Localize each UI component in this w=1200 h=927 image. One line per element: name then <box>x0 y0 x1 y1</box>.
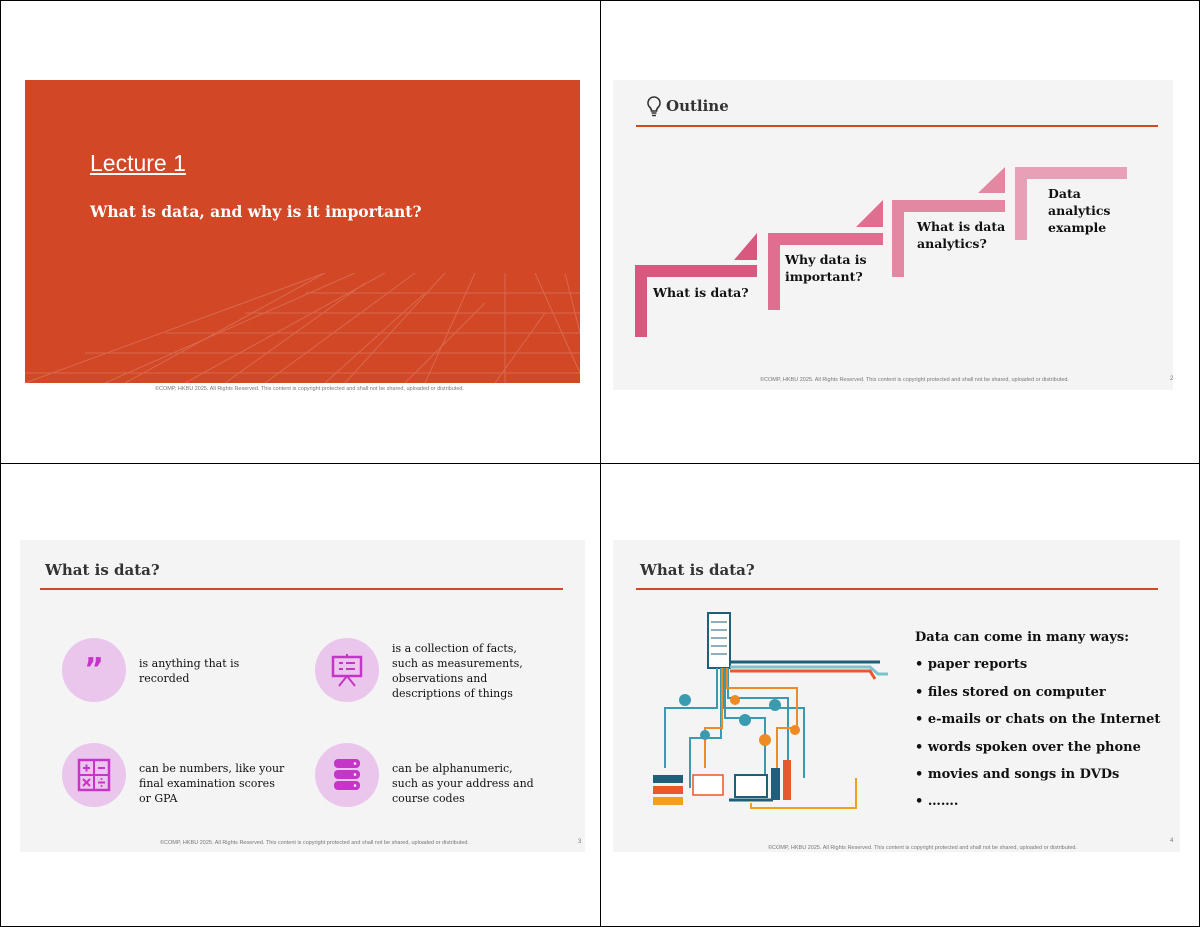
slide-3 <box>20 540 585 852</box>
slide-title: Outline <box>666 97 729 115</box>
divider <box>0 463 1200 464</box>
page-number: 2 <box>1170 376 1174 382</box>
item-text: can be alphanumeric, such as your addres… <box>392 762 534 805</box>
page-number: 4 <box>1170 838 1174 844</box>
slide-title: What is data? <box>45 561 160 579</box>
bullet-item: • e-mails or chats on the Internet <box>915 712 1161 727</box>
step-4: Data analytics example <box>1048 186 1111 235</box>
calculator-icon <box>62 743 126 807</box>
step-3: What is data analytics? <box>917 219 1006 251</box>
title-rule <box>40 588 563 590</box>
bullet-item: • ……. <box>915 794 959 809</box>
copyright-footer: ©COMP, HKBU 2025. All Rights Reserved. T… <box>768 845 1077 851</box>
quote-icon: ” <box>62 638 126 702</box>
bullet-item: • files stored on computer <box>915 685 1106 700</box>
slide-title: What is data? <box>640 561 755 579</box>
step-2: Why data is important? <box>785 252 867 284</box>
page-number: 3 <box>578 839 582 845</box>
presentation-board-icon <box>315 638 379 702</box>
perspective-grid <box>25 273 580 383</box>
data-flow-illustration <box>653 612 888 809</box>
lead-text: Data can come in many ways: <box>915 630 1130 645</box>
copyright-footer: ©COMP, HKBU 2025. All Rights Reserved. T… <box>155 386 464 392</box>
copyright-footer: ©COMP, HKBU 2025. All Rights Reserved. T… <box>760 377 1069 383</box>
title-rule <box>636 588 1158 590</box>
slide-1: Lecture 1 What is data, and why is it im… <box>25 80 580 383</box>
bullet-item: • words spoken over the phone <box>915 740 1141 755</box>
item-text: can be numbers, like your final examinat… <box>139 762 285 805</box>
lightbulb-icon <box>647 96 661 117</box>
lecture-subtitle: What is data, and why is it important? <box>90 202 422 221</box>
lecture-title: Lecture 1 <box>90 150 186 176</box>
database-icon <box>315 743 379 807</box>
step-1: What is data? <box>653 285 749 300</box>
outline-steps <box>635 167 1127 337</box>
copyright-footer: ©COMP, HKBU 2025. All Rights Reserved. T… <box>160 840 469 846</box>
title-rule <box>636 125 1158 127</box>
item-text: is a collection of facts, such as measur… <box>392 642 523 700</box>
bullet-item: • movies and songs in DVDs <box>915 767 1120 782</box>
item-text: is anything that is recorded <box>139 657 240 685</box>
bullet-item: • paper reports <box>915 657 1028 672</box>
slide-4 <box>613 540 1180 852</box>
